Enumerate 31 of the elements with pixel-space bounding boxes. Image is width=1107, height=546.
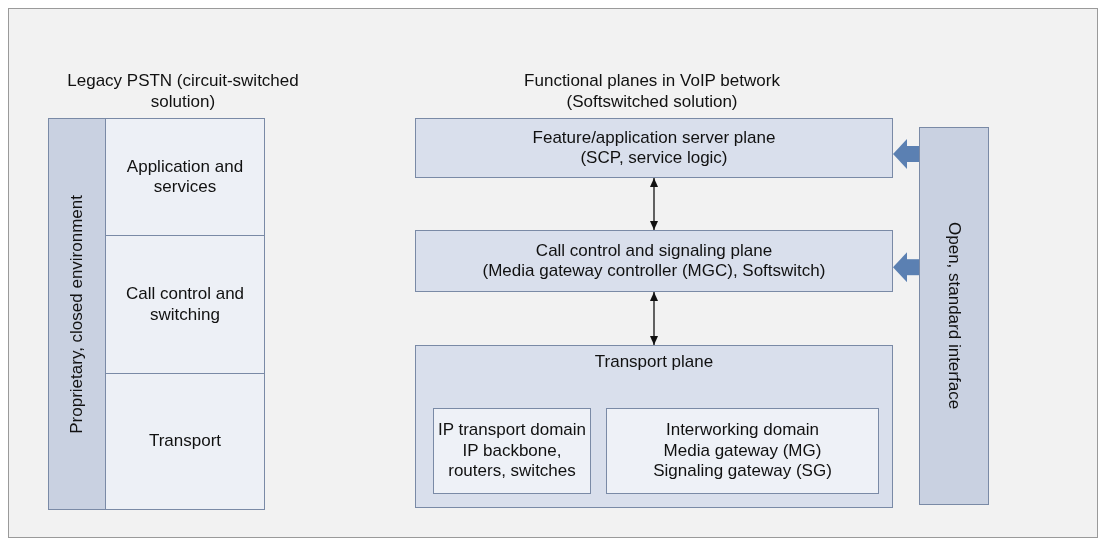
layer-box xyxy=(105,235,265,374)
node-text: Call control and signaling plane xyxy=(535,240,773,261)
node-text: IP transport domain xyxy=(437,420,586,441)
node-text: Media gateway (MG) xyxy=(663,440,822,462)
node-text: Application and services xyxy=(125,156,245,198)
node-text: IP backbone, routers, switches xyxy=(447,440,577,482)
layer-box xyxy=(105,373,265,510)
block-arrow xyxy=(893,252,919,283)
plane-box xyxy=(415,230,893,292)
node-text: Feature/application server plane xyxy=(532,127,776,148)
column-heading: Functional planes in VoIP betwork (Softswitched solution) xyxy=(523,70,781,113)
node-text: Transport xyxy=(148,431,222,452)
arrow xyxy=(650,177,658,231)
environment-bar xyxy=(48,118,106,510)
block-arrow xyxy=(893,139,919,169)
node-text: Signaling gateway (SG) xyxy=(653,461,832,482)
node-text: (Media gateway controller (MGC), Softswitch) xyxy=(482,261,826,282)
column-heading: Legacy PSTN (circuit-switched solution) xyxy=(66,70,300,113)
domain-box xyxy=(606,408,879,494)
node-text: Proprietary, closed environment xyxy=(66,194,87,434)
plane-box xyxy=(415,345,893,508)
arrow xyxy=(650,291,658,346)
layer-box xyxy=(105,118,265,236)
domain-box xyxy=(433,408,591,494)
interface-bar xyxy=(919,127,989,505)
node-text: Call control and switching xyxy=(124,284,246,325)
node-text: Open, standard interface xyxy=(944,222,965,410)
node-text: Interworking domain xyxy=(665,420,820,441)
node-text: (SCP, service logic) xyxy=(580,148,728,169)
node-text: Transport plane xyxy=(594,352,714,373)
plane-box xyxy=(415,118,893,178)
